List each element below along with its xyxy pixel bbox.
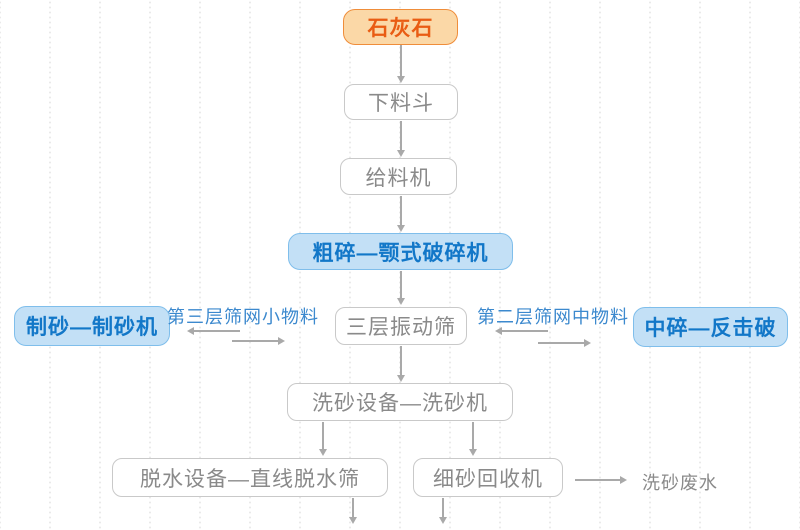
arrow-recycler-output [439, 498, 447, 524]
node-impact-crusher: 中碎—反击破 [633, 307, 788, 347]
label-washing-wastewater: 洗砂废水 [642, 473, 718, 493]
arrow-screen-to-washer [397, 346, 405, 382]
arrow-recycler-to-wastewater [575, 476, 627, 484]
arrow-jaw-crusher-to-screen [397, 271, 405, 305]
arrow-washer-to-recycler [469, 422, 477, 456]
arrow-feeder-to-jaw-crusher [397, 196, 405, 232]
node-jaw-crusher: 粗碎—颚式破碎机 [288, 233, 513, 270]
arrow-screen-to-impact-crusher [538, 339, 591, 347]
arrow-screen-to-sand-maker [187, 327, 240, 335]
node-sand-maker: 制砂—制砂机 [14, 306, 170, 346]
arrow-hopper-to-feeder [397, 121, 405, 157]
arrow-washer-to-dewatering [319, 422, 327, 456]
node-feed-hopper: 下料斗 [344, 84, 458, 120]
node-dewatering-screen: 脱水设备—直线脱水筛 [112, 458, 388, 497]
arrow-impact-return-to-screen [495, 327, 548, 335]
arrow-sand-maker-return [232, 337, 285, 345]
node-vibrating-screen: 三层振动筛 [335, 307, 467, 345]
arrow-limestone-to-hopper [397, 45, 405, 83]
edge-label-second-layer-medium: 第二层筛网中物料 [477, 307, 629, 327]
node-fine-sand-recycler: 细砂回收机 [413, 458, 563, 497]
edge-label-third-layer-fines: 第三层筛网小物料 [167, 307, 319, 327]
arrow-dewatering-output [349, 498, 357, 524]
node-limestone: 石灰石 [343, 9, 458, 45]
node-sand-washer: 洗砂设备—洗砂机 [287, 383, 513, 421]
node-feeder: 给料机 [340, 158, 457, 195]
